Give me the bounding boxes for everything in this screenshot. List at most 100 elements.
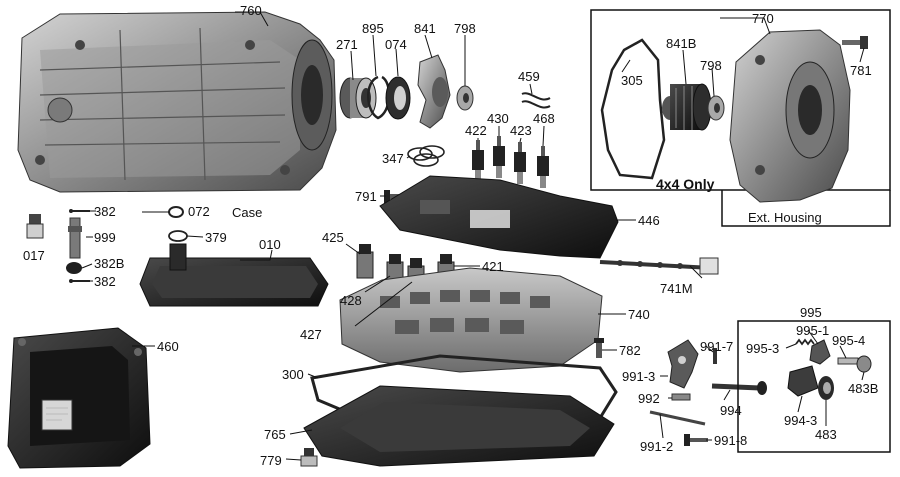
- label-770: 770: [752, 11, 774, 26]
- label-798-4x4: 798: [700, 58, 722, 73]
- leader-lines: [81, 11, 865, 461]
- label-271: 271: [336, 37, 358, 52]
- plug-017: [26, 214, 44, 239]
- label-010: 010: [259, 237, 281, 252]
- label-995-3: 995-3: [746, 341, 780, 356]
- o-ring-379: [168, 230, 188, 242]
- label-427: 427: [300, 327, 322, 342]
- label-895: 895: [362, 21, 384, 36]
- label-765: 765: [264, 427, 286, 442]
- label-841b: 841B: [666, 36, 697, 51]
- extension-housing-770: [729, 29, 851, 203]
- label-991-8: 991-8: [714, 433, 748, 448]
- bolt-782: [594, 338, 604, 358]
- nut-798-4x4: [707, 95, 725, 121]
- label-995-4: 995-4: [832, 333, 866, 348]
- tube-999: [68, 217, 82, 259]
- pin-991-7: [713, 348, 717, 364]
- label-760: 760: [240, 3, 262, 18]
- valve-body-740: [339, 267, 603, 373]
- bolt-991-8: [684, 434, 708, 446]
- label-446: 446: [638, 213, 660, 228]
- pan-gasket-300: [310, 354, 618, 428]
- label-994: 994: [720, 403, 742, 418]
- transmission-case-760: [17, 11, 337, 193]
- label-995-1: 995-1: [796, 323, 830, 338]
- label-991-2: 991-2: [640, 439, 674, 454]
- label-791: 791: [355, 189, 377, 204]
- bolt-781: [842, 36, 868, 49]
- label-382-top: 382: [94, 204, 116, 219]
- label-423: 423: [510, 123, 532, 138]
- solenoid-468: [537, 146, 549, 188]
- seal-074: [385, 76, 411, 120]
- label-991-3: 991-3: [622, 369, 656, 384]
- label-421: 421: [482, 259, 504, 274]
- label-991-7: 991-7: [700, 339, 734, 354]
- o-ring-072: [168, 206, 184, 218]
- shaft-994: [711, 381, 767, 395]
- spring-995-3: [795, 338, 815, 346]
- solenoid-425: [356, 244, 374, 279]
- nut-798: [456, 85, 474, 111]
- label-428: 428: [340, 293, 362, 308]
- manual-lever-991-3: [667, 339, 699, 389]
- label-781: 781: [850, 63, 872, 78]
- ext-housing-box-line: [721, 190, 891, 227]
- clip-382-top: [69, 209, 90, 213]
- label-779: 779: [260, 453, 282, 468]
- clips-459: [521, 92, 551, 109]
- detent-995-1: [809, 339, 831, 365]
- label-798: 798: [454, 21, 476, 36]
- label-741m: 741M: [660, 281, 693, 296]
- label-072: 072: [188, 204, 210, 219]
- spring-992: [671, 393, 691, 401]
- clip-382-bottom: [69, 279, 90, 283]
- label-460: 460: [157, 339, 179, 354]
- detent-kit-box-995: [737, 320, 891, 453]
- conductor-plate-446: [379, 175, 619, 259]
- label-347: 347: [382, 151, 404, 166]
- label-425: 425: [322, 230, 344, 245]
- label-300: 300: [282, 367, 304, 382]
- solenoid-423: [514, 142, 526, 184]
- caption-ext-housing: Ext. Housing: [748, 210, 822, 225]
- label-992: 992: [638, 391, 660, 406]
- label-305: 305: [621, 73, 643, 88]
- label-999: 999: [94, 230, 116, 245]
- cap-382b: [66, 262, 82, 274]
- label-740: 740: [628, 307, 650, 322]
- yoke-841b: [662, 83, 712, 131]
- label-382-bottom: 382: [94, 274, 116, 289]
- label-483: 483: [815, 427, 837, 442]
- gasket-305: [600, 38, 666, 180]
- label-379: 379: [205, 230, 227, 245]
- label-483b: 483B: [848, 381, 879, 396]
- selector-rod-741m: [599, 257, 719, 275]
- label-074: 074: [385, 37, 407, 52]
- filter-010: [139, 243, 329, 307]
- rod-991-2: [649, 410, 706, 426]
- label-841: 841: [414, 21, 436, 36]
- label-case: Case: [232, 205, 263, 220]
- label-782: 782: [619, 343, 641, 358]
- label-430: 430: [487, 111, 509, 126]
- seal-483: [818, 376, 834, 400]
- solenoid-430: [493, 136, 505, 178]
- four-by-four-only-box: [590, 9, 891, 191]
- label-468: 468: [533, 111, 555, 126]
- flange-841: [417, 54, 451, 129]
- drain-plug-779: [300, 448, 318, 467]
- oil-pan-765: [303, 385, 615, 467]
- lever-994-3: [787, 365, 819, 397]
- o-rings-347: [407, 145, 445, 167]
- label-422: 422: [465, 123, 487, 138]
- caption-4x4-only: 4x4 Only: [656, 176, 715, 192]
- control-unit-460: [7, 327, 151, 469]
- label-459: 459: [518, 69, 540, 84]
- label-994-3: 994-3: [784, 413, 818, 428]
- pin-995-4: [837, 357, 859, 365]
- label-382b: 382B: [94, 256, 125, 271]
